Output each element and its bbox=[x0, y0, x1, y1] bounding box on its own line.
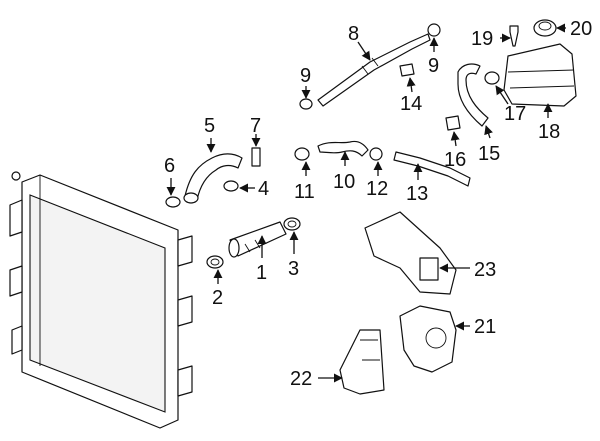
temperature-sensor bbox=[251, 147, 261, 167]
callout-9-left: 9 bbox=[300, 65, 311, 87]
hose-clamp-11 bbox=[294, 147, 310, 161]
callout-15: 15 bbox=[478, 143, 500, 165]
callout-5: 5 bbox=[204, 115, 215, 137]
bracket-22 bbox=[339, 329, 385, 395]
reservoir-hose bbox=[457, 63, 489, 127]
bracket-23 bbox=[364, 211, 457, 295]
bolt-19 bbox=[509, 25, 519, 47]
reservoir-cap bbox=[533, 19, 557, 37]
callout-2: 2 bbox=[212, 287, 223, 309]
callout-19: 19 bbox=[471, 28, 493, 50]
upper-hose bbox=[183, 153, 243, 204]
callout-4: 4 bbox=[258, 178, 269, 200]
callout-17: 17 bbox=[504, 103, 526, 125]
hose-clamp-16 bbox=[445, 115, 461, 131]
hose-clamp-2 bbox=[206, 255, 224, 269]
hose-clamp-9-left bbox=[299, 98, 313, 110]
callout-20: 20 bbox=[570, 18, 592, 40]
hose-clamp-4 bbox=[223, 180, 239, 192]
callout-1: 1 bbox=[256, 262, 267, 284]
callout-22: 22 bbox=[290, 368, 312, 390]
hose-clamp-6 bbox=[165, 196, 181, 208]
leader-lines bbox=[166, 23, 566, 383]
callout-11: 11 bbox=[294, 181, 315, 203]
callout-6: 6 bbox=[164, 155, 175, 177]
callout-16: 16 bbox=[444, 149, 466, 171]
callout-9-right: 9 bbox=[428, 55, 439, 77]
clamp-14 bbox=[399, 63, 415, 77]
callout-23: 23 bbox=[474, 259, 496, 281]
callout-7: 7 bbox=[250, 115, 261, 137]
callout-21: 21 bbox=[474, 316, 496, 338]
hose-clamp-9-right bbox=[427, 23, 441, 37]
callout-3: 3 bbox=[288, 258, 299, 280]
auxiliary-pump bbox=[399, 305, 457, 373]
hose-clamp-3 bbox=[283, 217, 301, 231]
bypass-hose bbox=[317, 140, 369, 157]
callout-14: 14 bbox=[400, 93, 422, 115]
callout-8: 8 bbox=[348, 23, 359, 45]
radiator bbox=[9, 171, 193, 429]
lower-hose bbox=[228, 221, 287, 258]
hose-clamp-17 bbox=[484, 71, 500, 85]
coolant-reservoir bbox=[503, 43, 577, 107]
hose-clamp-12 bbox=[369, 147, 383, 161]
callout-13: 13 bbox=[406, 183, 428, 205]
coolant-pipe bbox=[393, 151, 471, 187]
callout-12: 12 bbox=[366, 178, 388, 200]
callout-10: 10 bbox=[333, 171, 355, 193]
callout-18: 18 bbox=[538, 121, 560, 143]
